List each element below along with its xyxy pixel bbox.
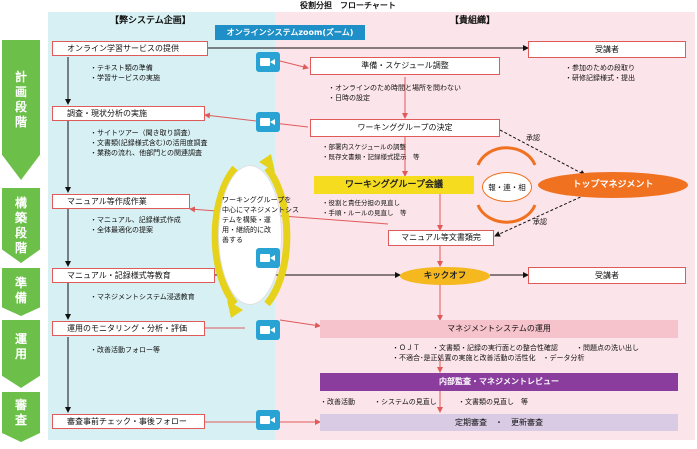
wg-decide-note-1: ・部署内スケジュールの調整 xyxy=(322,143,407,151)
kickoff-oval: キックオフ xyxy=(400,267,490,285)
report-circle: 報・連・相 xyxy=(482,172,532,202)
b2-note-1: ・サイトツアー（聞き取り調査） xyxy=(90,129,195,137)
stage-operation: 運 用 xyxy=(2,320,40,388)
stage-preparation-label: 準 備 xyxy=(14,276,27,305)
approval-label-1: 承認 xyxy=(526,134,540,142)
schedule-note-1: ・オンラインのため時間と場所を問わない xyxy=(328,84,461,92)
wg-note-1: ・役割と責任分担の見直し xyxy=(322,199,400,207)
ms-note-ojt: ・ＯＪＴ xyxy=(392,344,420,352)
stage-preparation: 準 備 xyxy=(2,268,40,316)
audit-note-2: ・システムの見直し xyxy=(374,398,437,406)
stage-planning-label: 計 画 段 階 xyxy=(14,70,27,129)
jukosha-note-2: ・研修記録様式・提出 xyxy=(565,74,635,82)
video-camera-icon xyxy=(256,248,280,268)
wg-note-2: ・手順・ルールの見直し 等 xyxy=(322,209,407,217)
b1-note-1: ・テキスト類の準備 xyxy=(90,64,153,72)
ms-operation-bar: マネジメントシステムの運用 xyxy=(320,320,678,338)
stage-construction: 構 築 段 階 xyxy=(2,188,40,263)
box-online-learning: オンライン学習サービスの提供 xyxy=(52,41,208,56)
oval-text-4: 用・継続的に改 xyxy=(222,226,271,234)
oval-text-2: 中心にマネジメントシス xyxy=(222,206,299,214)
top-management-oval: トップマネジメント xyxy=(538,172,688,198)
stage-construction-label: 構 築 段 階 xyxy=(14,196,27,255)
approval-label-2: 承認 xyxy=(533,218,547,226)
b5-note-1: ・改善活動フォロー等 xyxy=(90,346,160,354)
center-oval xyxy=(218,165,282,305)
b1-note-2: ・学習サービスの実施 xyxy=(90,74,160,82)
stage-audit-label: 審 査 xyxy=(14,398,27,427)
oval-text-5: 善する xyxy=(222,236,243,244)
box-manual-creation: マニュアル等作成作業 xyxy=(52,194,190,209)
wg-decide-note-2: ・既存文書類・記録様式提示 等 xyxy=(322,153,420,161)
video-camera-icon xyxy=(256,320,280,340)
b3-note-1: ・マニュアル、記録様式作成 xyxy=(90,216,181,224)
right-lane-background xyxy=(275,12,695,440)
jukosha-note-1: ・参加のための段取り xyxy=(565,64,635,72)
box-wg-meeting: ワーキンググループ会議 xyxy=(314,176,474,194)
schedule-note-2: ・日時の設定 xyxy=(328,94,370,102)
cycle-arrows xyxy=(211,154,291,318)
audit-note-1: ・改善活動 xyxy=(320,398,355,406)
internal-audit-bar: 内部監査・マネジメントレビュー xyxy=(320,373,678,391)
box-schedule: 準備・スケジュール調整 xyxy=(310,57,500,75)
stage-operation-label: 運 用 xyxy=(14,332,27,361)
video-camera-icon xyxy=(256,410,280,430)
b4-note-1: ・マネジメントシステム浸透教育 xyxy=(90,293,195,301)
video-camera-icon xyxy=(256,52,280,72)
audit-note-3: ・文書類の見直し 等 xyxy=(458,398,528,406)
box-survey-analysis: 調査・現状分析の実施 xyxy=(52,106,205,121)
left-lane-header: 【弊システム企画】 xyxy=(110,16,191,26)
box-jukosha-kickoff: 受講者 xyxy=(528,267,686,284)
ms-note-2: ・不適合･是正処置の実施と改善活動の活性化 ・データ分析 xyxy=(392,354,585,362)
b2-note-3: ・業務の流れ、他部門との関連調査 xyxy=(90,149,202,157)
right-lane-header: 【貴組織】 xyxy=(450,16,496,26)
b2-note-2: ・文書類(記録様式含む)の活用度調査 xyxy=(90,139,208,147)
box-wg-decide: ワーキンググループの決定 xyxy=(310,119,500,137)
oval-text-3: テムを構築・運 xyxy=(222,216,271,224)
box-monitoring: 運用のモニタリング・分析・評価 xyxy=(52,321,205,336)
oval-text-1: ワーキンググループを xyxy=(222,196,292,204)
page-title: 役割分担 フローチャート xyxy=(300,1,396,10)
ms-note-consistency: ・文書類・記録の実行面との整合性確認 xyxy=(432,344,558,352)
stage-audit: 審 査 xyxy=(2,392,40,442)
box-manual-education: マニュアル・記録様式等教育 xyxy=(52,268,215,283)
online-system-banner: オンラインシステムzoom(ズーム) xyxy=(215,25,365,40)
box-manual-final: マニュアル等文書類完 xyxy=(388,230,494,246)
b3-note-2: ・全体最適化の提案 xyxy=(90,226,153,234)
regular-audit-bar: 定期審査 ・ 更新審査 xyxy=(320,414,678,431)
stage-planning: 計 画 段 階 xyxy=(2,40,40,180)
box-audit-check: 審査事前チェック・事後フォロー xyxy=(52,414,205,429)
video-camera-icon xyxy=(256,112,280,132)
box-jukosha-top: 受講者 xyxy=(528,41,686,58)
ms-note-issues: ・問題点の洗い出し xyxy=(576,344,639,352)
